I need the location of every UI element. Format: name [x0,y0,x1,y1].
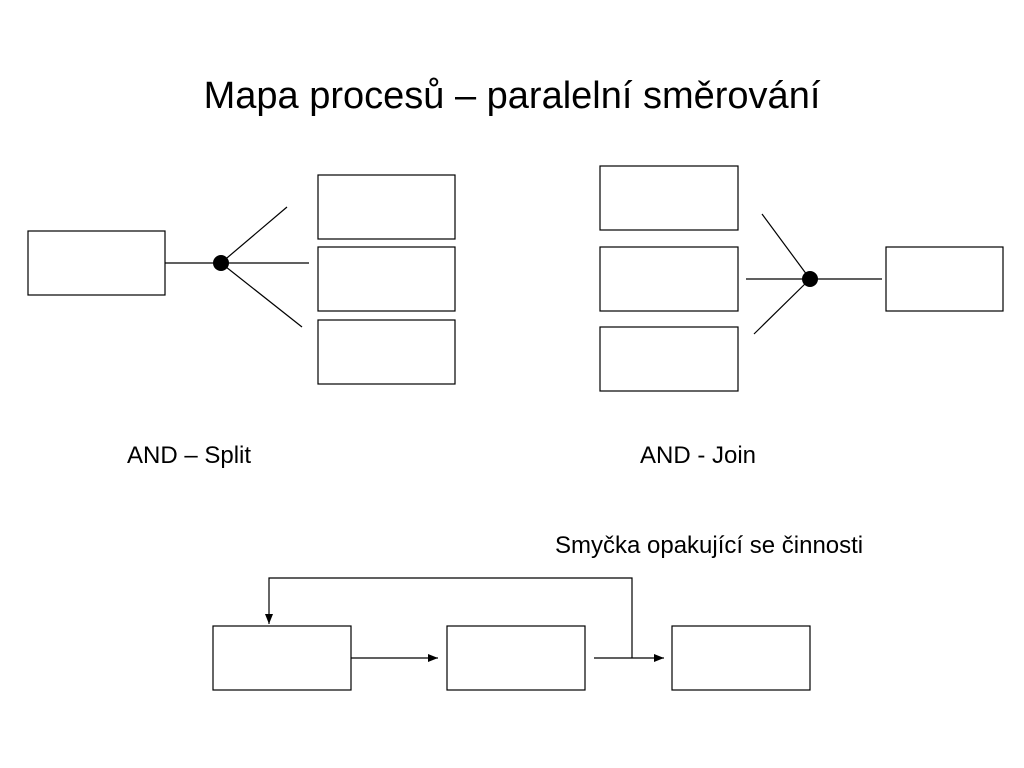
split-source-box [27,230,166,296]
loop-back-arrow [265,577,633,658]
and-split-label: AND – Split [127,442,252,469]
split-target-box-middle [317,246,456,312]
loop-box-2 [446,625,586,691]
slide-title: Mapa procesů – paralelní směrování [203,75,821,117]
join-branch-bottom [753,278,811,335]
and-join-label: AND - Join [640,442,757,469]
and-join-diagram [599,165,1004,392]
loop-box-1 [212,625,352,691]
loop-diagram [212,577,811,691]
loop-label: Smyčka opakující se činnosti [555,532,864,559]
and-split-diagram [27,174,456,385]
split-branch-bottom [220,262,303,328]
join-source-box-top [599,165,739,231]
join-target-box [885,246,1004,312]
join-branch-top [761,213,811,280]
split-target-box-bottom [317,319,456,385]
join-source-box-middle [599,246,739,312]
split-target-box-top [317,174,456,240]
loop-box-3 [671,625,811,691]
join-source-box-bottom [599,326,739,392]
split-branch-top [220,206,288,264]
